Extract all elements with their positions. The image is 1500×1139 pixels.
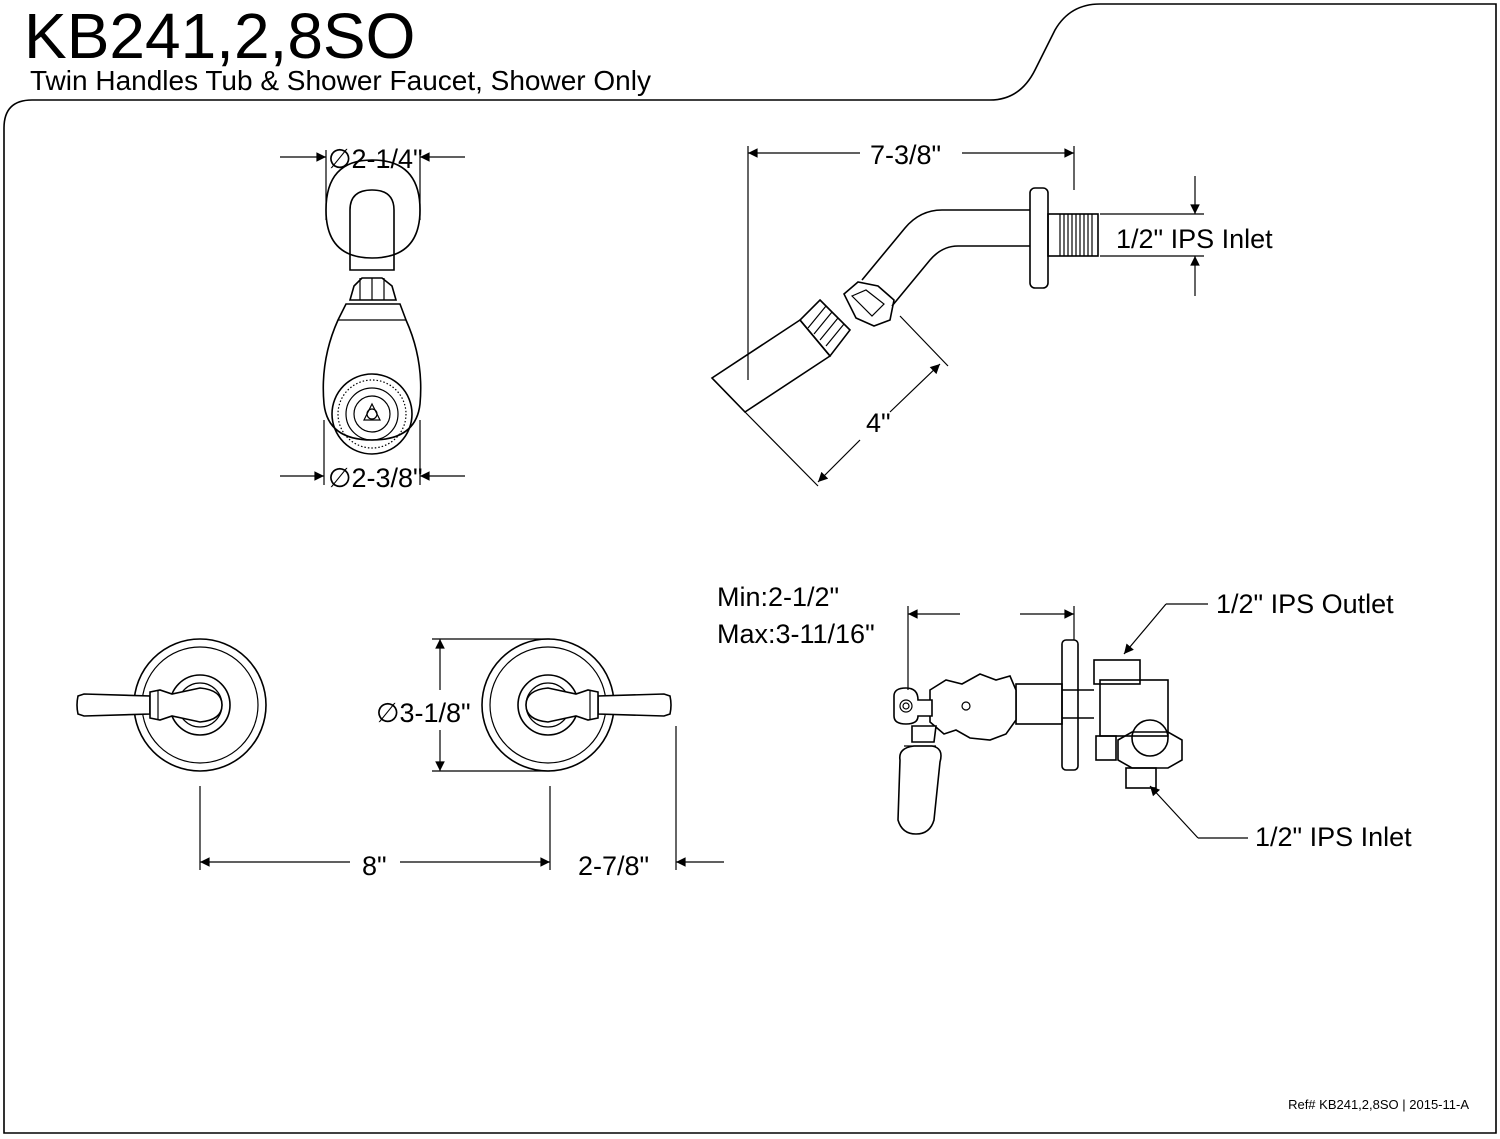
valve-inlet-label: 1/2" IPS Inlet [1255, 822, 1412, 852]
drawing-reference: Ref# KB241,2,8SO | 2015-11-A [1288, 1097, 1469, 1112]
model-title: KB241,2,8SO [24, 0, 415, 72]
valve-min-depth-label: Min:2-1/2" [717, 582, 839, 612]
arm-length-label: 7-3/8" [870, 140, 941, 170]
shower-head-side-view [710, 146, 1204, 487]
left-handle-front [76, 638, 267, 772]
valve-side-view [893, 603, 1248, 839]
bottom-diameter-label: ∅2-3/8" [328, 463, 423, 493]
valve-max-depth-label: Max:3-11/16" [717, 619, 875, 649]
escutcheon-diameter-label: ∅3-1/8" [376, 698, 471, 728]
center-spacing-label: 8" [362, 851, 387, 881]
shower-head-front-view [280, 150, 465, 485]
handle-dimensions [199, 638, 724, 870]
handle-projection-label: 2-7/8" [578, 851, 649, 881]
valve-outlet-label: 1/2" IPS Outlet [1216, 589, 1394, 619]
top-diameter-label: ∅2-1/4" [328, 144, 423, 174]
shower-inlet-label: 1/2" IPS Inlet [1116, 224, 1273, 254]
drawing-frame [3, 3, 1497, 1134]
right-handle-front [481, 638, 672, 772]
model-description: Twin Handles Tub & Shower Faucet, Shower… [30, 65, 651, 96]
head-length-label: 4" [866, 408, 891, 438]
